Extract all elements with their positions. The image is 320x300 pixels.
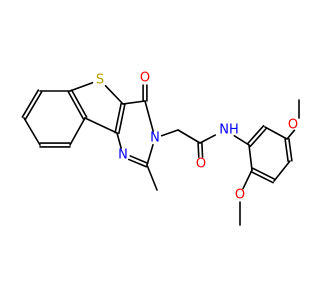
single-bond-line-N3-CH2 [160, 129, 179, 137]
double-bond-line-r5-r6-0 [250, 170, 274, 184]
atom-label-n1: N [118, 148, 128, 163]
double-bond-line-b1-b2-1 [24, 91, 43, 120]
atom-label-o5: O [288, 118, 298, 133]
double-bond-line-Cam-Oam-0 [201, 142, 204, 158]
atom-label-layer: S O N N O NH O O [96, 71, 298, 203]
double-bond-line-r1-r2-1 [249, 127, 268, 148]
atom-label-oam: O [196, 157, 206, 172]
single-bond-line-r4-r5 [273, 160, 291, 182]
single-bond-line-S-t2 [104, 84, 124, 105]
single-bond-line-r3-O5 [286, 129, 296, 140]
single-bond-line-CH2-Cam [177, 129, 201, 144]
double-bond-line-b3-b4-0 [70, 89, 88, 118]
single-bond-line-r2-r3 [264, 126, 288, 140]
single-bond-line-C4-t2 [122, 100, 146, 105]
bond-layer [21, 81, 300, 226]
double-bond-line-t2-t3-0 [118, 103, 126, 135]
single-bond-line-r6-r1 [248, 144, 253, 171]
double-bond-line-r3-r4-0 [288, 137, 293, 162]
single-bond-line-r6-O2 [242, 169, 253, 190]
double-bond-line-b3-b4-1 [67, 91, 85, 120]
atom-label-nh: NH [219, 123, 239, 138]
double-bond-line-b1-b2-0 [21, 89, 40, 118]
atom-label-o4: O [140, 71, 150, 86]
atom-label-n3: N [150, 131, 160, 146]
molecule-structure-diagram: S O N N O NH O O [21, 71, 300, 226]
double-bond-line-Cam-Oam-1 [197, 142, 200, 158]
single-bond-line-b6-b1 [23, 117, 41, 146]
single-bond-line-C2-N3 [146, 143, 154, 166]
double-bond-line-r3-r4-1 [284, 138, 289, 163]
atom-label-s: S [96, 73, 104, 88]
double-bond-line-t2-t3-1 [114, 102, 122, 134]
double-bond-line-r5-r6-1 [252, 167, 276, 181]
single-bond-line-t3-b4 [84, 117, 118, 134]
single-bond-line-b4-b5 [69, 117, 86, 146]
single-bond-line-b3-S [69, 81, 94, 92]
single-bond-line-N3-C4 [144, 100, 154, 133]
single-bond-line-C2-Me [146, 164, 158, 191]
double-bond-line-N1-C2-0 [129, 155, 149, 165]
single-bond-line-t3-N1 [116, 132, 122, 150]
double-bond-line-N1-C2-1 [127, 158, 148, 168]
single-bond-line-Cam-NH [199, 134, 217, 144]
single-bond-line-NH-r1 [233, 135, 250, 146]
atom-label-o2: O [235, 188, 245, 203]
double-bond-line-r1-r2-0 [246, 124, 265, 145]
